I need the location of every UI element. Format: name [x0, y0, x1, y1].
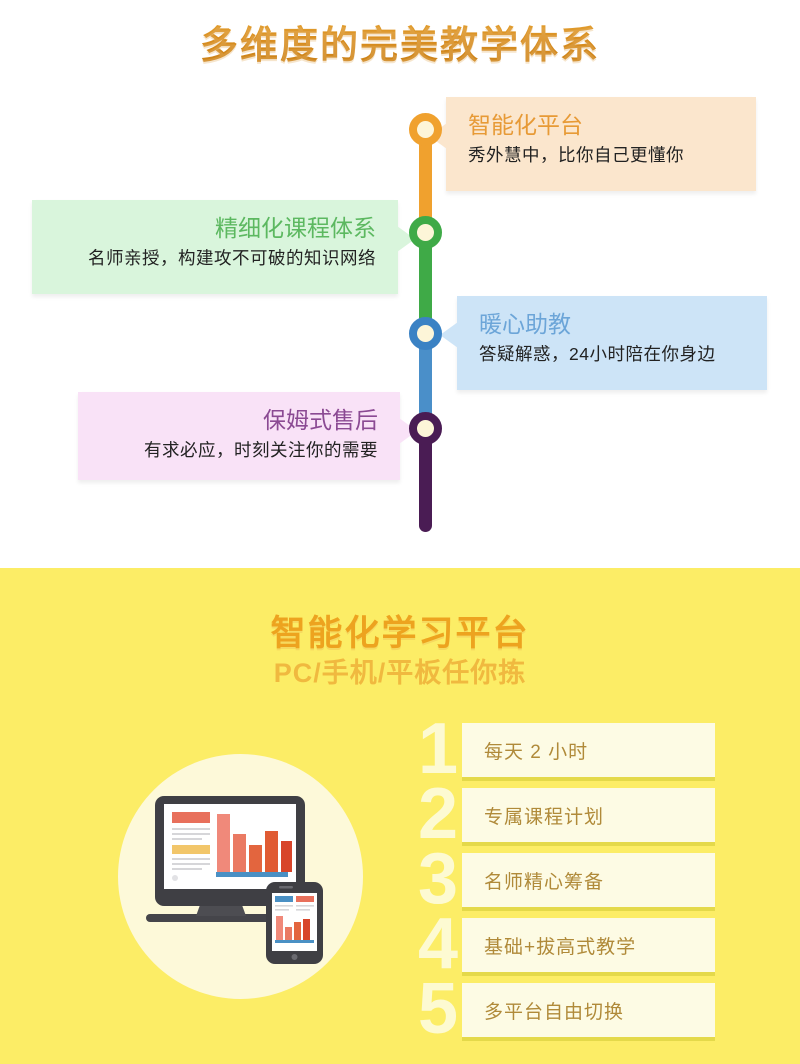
timeline-card-desc: 名师亲授，构建攻不可破的知识网络 — [88, 247, 376, 268]
timeline-segment-orange — [419, 118, 432, 230]
teaching-system-section: 多维度的完美教学体系 智能化平台 秀外慧中，比你自己更懂你 精细化课程体系 名师… — [0, 14, 800, 532]
platform-title: 智能化学习平台 — [270, 614, 530, 653]
screen-text-line — [172, 863, 210, 865]
screen-text-line — [172, 868, 202, 870]
screen-text-line — [172, 833, 210, 835]
timeline-node-1 — [409, 113, 442, 146]
tablet-salmon-bar — [296, 896, 314, 902]
screen-text-line — [172, 858, 210, 860]
timeline-card-title: 保姆式售后 — [263, 407, 378, 433]
chart-bar — [249, 845, 262, 872]
feature-label: 专属课程计划 — [484, 806, 605, 828]
list-item: 2 专属课程计划 — [418, 778, 728, 853]
chart-bar — [281, 841, 292, 872]
timeline-card-desc: 有求必应，时刻关注你的需要 — [144, 439, 378, 460]
timeline-card-title: 精细化课程体系 — [215, 215, 376, 241]
screen-text-line — [172, 838, 202, 840]
timeline-node-2 — [409, 216, 442, 249]
tablet-blue-bar — [275, 896, 293, 902]
feature-list: 1 每天 2 小时 2 专属课程计划 3 名师精心筹备 4 基础+拔高式教学 5 — [418, 713, 728, 1048]
platform-subtitle: PC/手机/平板任你拣 — [273, 658, 527, 688]
list-item: 4 基础+拔高式教学 — [418, 908, 728, 983]
page-title: 多维度的完美教学体系 — [0, 14, 800, 69]
tablet-chart-baseline — [275, 940, 314, 943]
feature-number: 3 — [418, 839, 459, 919]
learning-platform-section: 智能化学习平台 PC/手机/平板任你拣 — [0, 568, 800, 1064]
timeline-card-intelligent-platform: 智能化平台 秀外慧中，比你自己更懂你 — [429, 97, 756, 191]
chart-bar — [233, 834, 246, 872]
screen-header-bar — [172, 812, 210, 823]
chart-baseline — [216, 872, 288, 877]
tablet-text-line — [296, 905, 314, 907]
feature-pill: 每天 2 小时 — [462, 723, 715, 781]
timeline-card-refined-curriculum: 精细化课程体系 名师亲授，构建攻不可破的知识网络 — [32, 200, 415, 294]
feature-number: 1 — [418, 709, 459, 789]
feature-number: 5 — [418, 969, 459, 1049]
screen-dot-icon — [172, 875, 178, 881]
timeline-card-desc: 秀外慧中，比你自己更懂你 — [468, 144, 684, 165]
timeline-segment-purple — [419, 424, 432, 532]
list-item: 5 多平台自由切换 — [418, 973, 728, 1048]
timeline-card-title: 暖心助教 — [479, 311, 571, 337]
tablet-home-button-icon — [291, 954, 298, 960]
timeline-card-title: 智能化平台 — [468, 112, 583, 138]
feature-label: 每天 2 小时 — [484, 741, 589, 763]
tablet-chart-bar — [276, 916, 283, 940]
monitor-base-icon — [146, 914, 294, 922]
tablet-speaker-icon — [279, 886, 293, 889]
screen-gold-bar — [172, 845, 210, 854]
card-arrow-icon — [440, 322, 458, 348]
tablet-chart-bar — [285, 927, 292, 940]
feature-label: 基础+拔高式教学 — [484, 936, 637, 958]
screen-text-line — [172, 828, 210, 830]
feature-pill: 基础+拔高式教学 — [462, 918, 715, 976]
tablet-chart-bar — [294, 922, 301, 940]
tablet-text-line — [275, 909, 289, 911]
tablet-text-line — [296, 909, 310, 911]
timeline-node-3 — [409, 317, 442, 350]
tablet-chart-bar — [303, 919, 310, 940]
feature-number: 4 — [418, 904, 459, 984]
chart-bar — [217, 814, 230, 872]
feature-label: 多平台自由切换 — [484, 1001, 625, 1023]
timeline-card-warm-assistant: 暖心助教 答疑解惑，24小时陪在你身边 — [440, 296, 767, 390]
feature-pill: 名师精心筹备 — [462, 853, 715, 911]
timeline-node-4 — [409, 412, 442, 445]
timeline-card-nanny-aftersales: 保姆式售后 有求必应，时刻关注你的需要 — [78, 392, 417, 480]
feature-label: 名师精心筹备 — [484, 871, 605, 893]
tablet-text-line — [275, 905, 293, 907]
timeline-card-desc: 答疑解惑，24小时陪在你身边 — [479, 343, 716, 364]
chart-bar — [265, 831, 278, 872]
list-item: 3 名师精心筹备 — [418, 843, 728, 918]
timeline-segment-green — [419, 222, 432, 332]
feature-pill: 多平台自由切换 — [462, 983, 715, 1041]
devices-illustration-svg — [146, 796, 323, 964]
feature-pill: 专属课程计划 — [462, 788, 715, 846]
list-item: 1 每天 2 小时 — [418, 713, 728, 788]
desktop-and-tablet-chart-illustration — [118, 754, 363, 999]
feature-number: 2 — [418, 774, 459, 854]
